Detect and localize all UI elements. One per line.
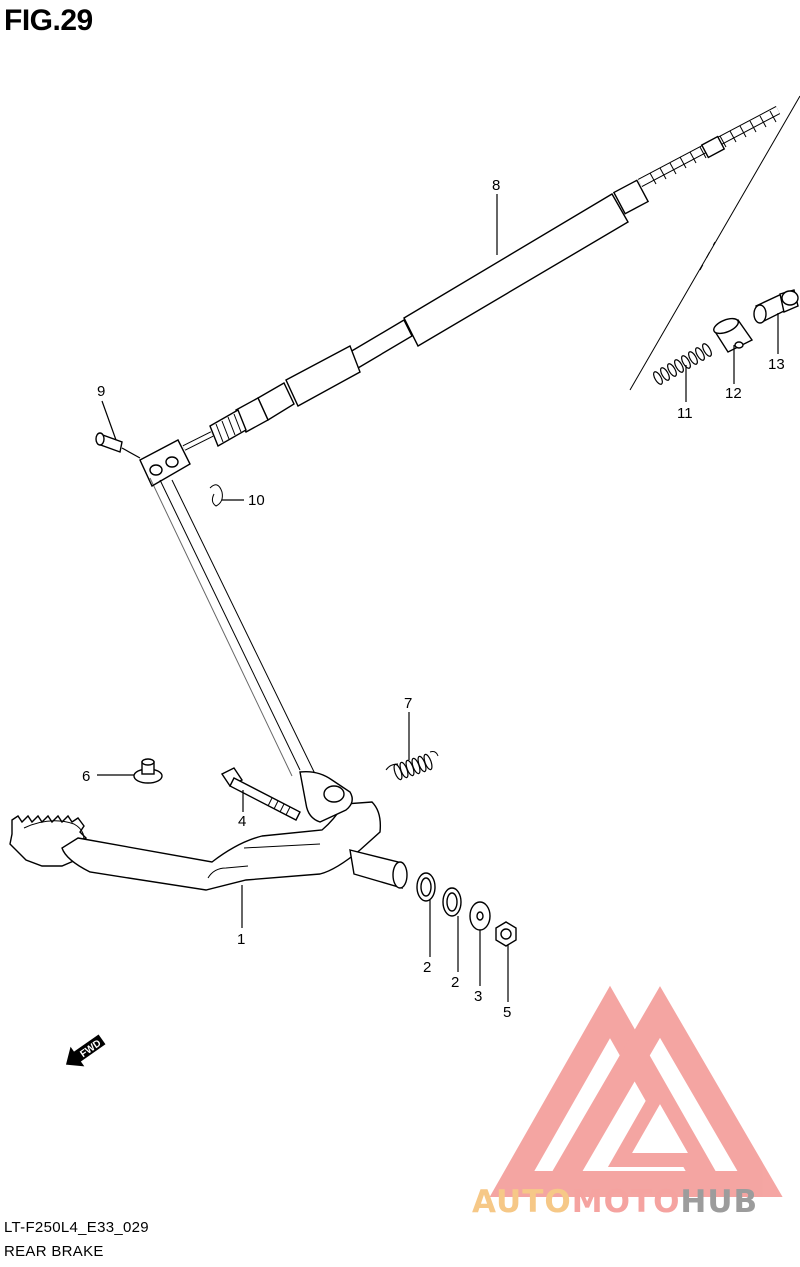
brake-cable — [182, 106, 781, 451]
callout-2b: 2 — [451, 974, 459, 991]
cable-joint — [712, 317, 754, 353]
figure-code: LT-F250L4_E33_029 — [4, 1219, 149, 1236]
figure-title: FIG.29 — [4, 4, 93, 37]
wordmark-moto: MOTO — [571, 1184, 681, 1220]
callout-12: 12 — [725, 385, 742, 402]
clevis-pin — [95, 432, 141, 459]
callout-4: 4 — [238, 813, 246, 830]
detail-frame — [629, 95, 800, 391]
wordmark-auto: AUTO — [472, 1184, 572, 1220]
adjuster-pin — [753, 289, 799, 324]
callout-5: 5 — [503, 1004, 511, 1021]
brake-pedal — [9, 770, 408, 891]
cable-spring — [653, 343, 712, 385]
stopper-bolt — [133, 758, 163, 784]
pivot-bolt — [220, 767, 301, 821]
leader-lines — [97, 194, 779, 1002]
callout-8: 8 — [492, 177, 500, 194]
callout-3: 3 — [474, 988, 482, 1005]
callout-10: 10 — [248, 492, 265, 509]
section-title: REAR BRAKE — [4, 1243, 104, 1260]
callout-9: 9 — [97, 383, 105, 400]
washer-a — [416, 872, 436, 902]
washer-b — [442, 887, 462, 917]
lock-nut — [495, 921, 517, 947]
return-spring — [385, 751, 439, 781]
plain-washer — [469, 901, 491, 931]
callout-1: 1 — [237, 931, 245, 948]
cotter-clip — [209, 484, 223, 507]
brake-rod — [149, 477, 319, 781]
callout-11: 11 — [677, 405, 693, 422]
callout-6: 6 — [82, 768, 90, 785]
fwd-arrow-icon: FWD — [65, 1034, 106, 1067]
watermark-logo-icon — [489, 985, 783, 1197]
cable-clevis — [139, 439, 191, 487]
callout-7: 7 — [404, 695, 412, 712]
wordmark-hub: HUB — [680, 1184, 759, 1220]
callout-13: 13 — [768, 356, 785, 373]
callout-2a: 2 — [423, 959, 431, 976]
watermark-wordmark: AUTOMOTOHUB — [472, 1184, 758, 1220]
